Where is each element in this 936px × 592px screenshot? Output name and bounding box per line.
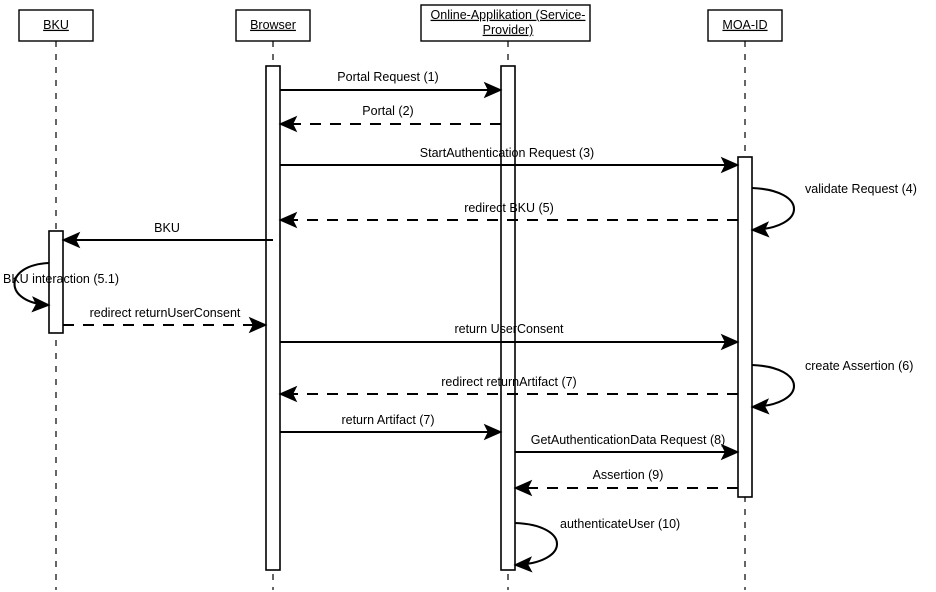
message-label: Assertion (9) bbox=[593, 468, 664, 482]
message-2: Portal (2) bbox=[278, 104, 501, 133]
message-label: create Assertion (6) bbox=[805, 359, 913, 373]
lifeline-head-moa[interactable]: MOA-ID bbox=[707, 9, 783, 42]
messages-layer: Portal Request (1) Portal (2) StartAuthent… bbox=[3, 70, 917, 573]
message-label: Portal Request (1) bbox=[337, 70, 438, 84]
self-message-arrow bbox=[13, 261, 51, 313]
message-11: redirect returnArtifact (7) bbox=[278, 375, 738, 403]
lifeline-head-bku[interactable]: BKU bbox=[18, 9, 94, 42]
lifeline-heads-layer: BKU Browser Online-Applikation (Service-Pr… bbox=[18, 4, 783, 42]
lifeline-label: Provider) bbox=[483, 23, 534, 37]
message-label: return UserConsent bbox=[454, 322, 564, 336]
message-1: Portal Request (1) bbox=[280, 70, 503, 99]
lifeline-label: MOA-ID bbox=[722, 18, 767, 32]
lifeline-box[interactable] bbox=[707, 9, 783, 42]
message-label: validate Request (4) bbox=[805, 182, 917, 196]
lifeline-label: Browser bbox=[250, 18, 296, 32]
message-5: redirect BKU (5) bbox=[278, 201, 738, 229]
message-13: GetAuthenticationData Request (8) bbox=[515, 433, 740, 461]
message-label: return Artifact (7) bbox=[341, 413, 434, 427]
message-9: return UserConsent bbox=[280, 322, 740, 351]
message-15: authenticateUser (10) bbox=[513, 517, 680, 573]
activation-bar-browser bbox=[265, 65, 281, 571]
message-label: StartAuthentication Request (3) bbox=[420, 146, 594, 160]
message-6: BKU bbox=[61, 221, 273, 249]
activation-bar-bku bbox=[48, 230, 64, 334]
lifeline-label: BKU bbox=[43, 18, 69, 32]
activation-bar-moa bbox=[737, 156, 753, 498]
message-8: redirect returnUserConsent bbox=[63, 306, 268, 334]
message-label: redirect returnArtifact (7) bbox=[441, 375, 576, 389]
lifeline-box[interactable] bbox=[235, 9, 311, 42]
message-label: redirect returnUserConsent bbox=[90, 306, 241, 320]
lifeline-box[interactable] bbox=[420, 4, 591, 42]
lifeline-label: Online-Applikation (Service- bbox=[431, 8, 586, 22]
message-12: return Artifact (7) bbox=[280, 413, 503, 441]
activation-bar-oa bbox=[500, 65, 516, 571]
message-10: create Assertion (6) bbox=[750, 359, 913, 415]
self-message-arrow bbox=[513, 521, 558, 573]
message-label: redirect BKU (5) bbox=[464, 201, 554, 215]
self-message-arrow bbox=[750, 363, 795, 415]
message-14: Assertion (9) bbox=[513, 468, 738, 497]
message-label: BKU interaction (5.1) bbox=[3, 272, 119, 286]
message-4: validate Request (4) bbox=[750, 182, 917, 238]
lifeline-head-oa[interactable]: Online-Applikation (Service-Provider) bbox=[420, 4, 591, 42]
message-3: StartAuthentication Request (3) bbox=[280, 146, 740, 174]
lifeline-box[interactable] bbox=[18, 9, 94, 42]
message-label: BKU bbox=[154, 221, 180, 235]
message-7: BKU interaction (5.1) bbox=[3, 261, 119, 313]
message-label: GetAuthenticationData Request (8) bbox=[531, 433, 726, 447]
message-label: authenticateUser (10) bbox=[560, 517, 680, 531]
self-message-arrow bbox=[750, 186, 795, 238]
message-label: Portal (2) bbox=[362, 104, 413, 118]
lifeline-head-browser[interactable]: Browser bbox=[235, 9, 311, 42]
activations-layer bbox=[48, 65, 753, 571]
